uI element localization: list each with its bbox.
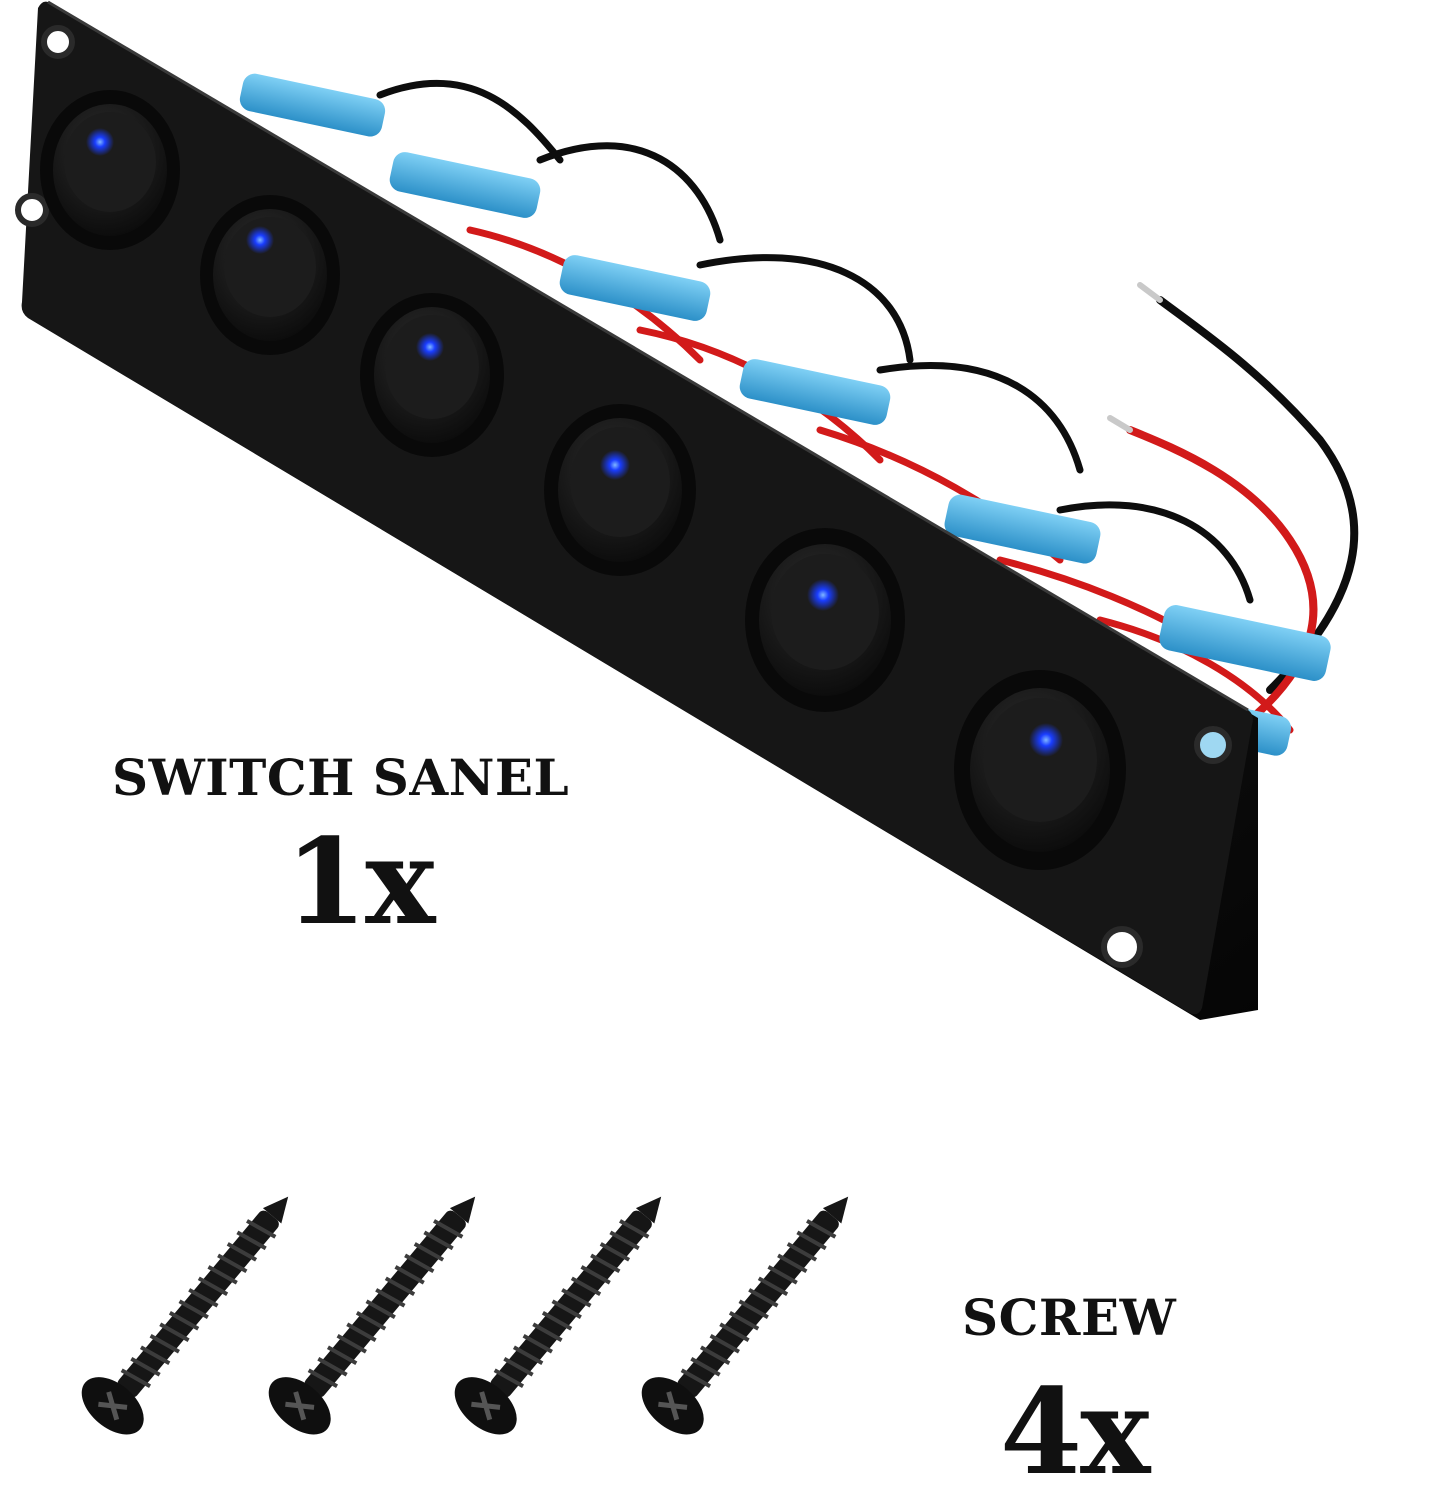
rocker-switch: [360, 293, 504, 457]
spade-connector: [559, 255, 711, 321]
rocker-switch: [544, 404, 696, 576]
panel-caption: SWITCH SANEL: [112, 748, 570, 807]
screw-set: [81, 1196, 849, 1435]
screw: [641, 1196, 849, 1435]
blue-led-indicator: [246, 226, 274, 254]
rocker-switch: [40, 90, 180, 250]
blue-led-indicator: [416, 333, 444, 361]
blue-led-indicator: [600, 450, 630, 480]
spade-connector: [1159, 605, 1331, 681]
mounting-hole: [15, 193, 49, 227]
blue-led-indicator: [807, 579, 839, 611]
rocker-switch: [200, 195, 340, 355]
mounting-hole: [41, 25, 75, 59]
blue-led-indicator: [1029, 723, 1063, 757]
rocker-switch: [954, 670, 1126, 870]
mounting-hole: [1194, 726, 1232, 764]
rocker-switch: [745, 528, 905, 712]
screw: [268, 1196, 476, 1435]
spade-connector: [739, 359, 891, 425]
rocker-switches: [40, 90, 1126, 870]
blue-led-indicator: [86, 128, 114, 156]
spade-connector: [389, 152, 541, 218]
screw-quantity: 4x: [1000, 1362, 1150, 1501]
screw: [81, 1196, 289, 1435]
spade-connector: [239, 73, 386, 137]
screw: [454, 1196, 662, 1435]
mounting-hole: [1101, 926, 1143, 968]
mounting-holes: [15, 25, 1232, 968]
screw-caption: SCREW: [962, 1288, 1177, 1347]
panel-quantity: 1x: [285, 812, 435, 951]
spade-connector: [944, 494, 1101, 564]
